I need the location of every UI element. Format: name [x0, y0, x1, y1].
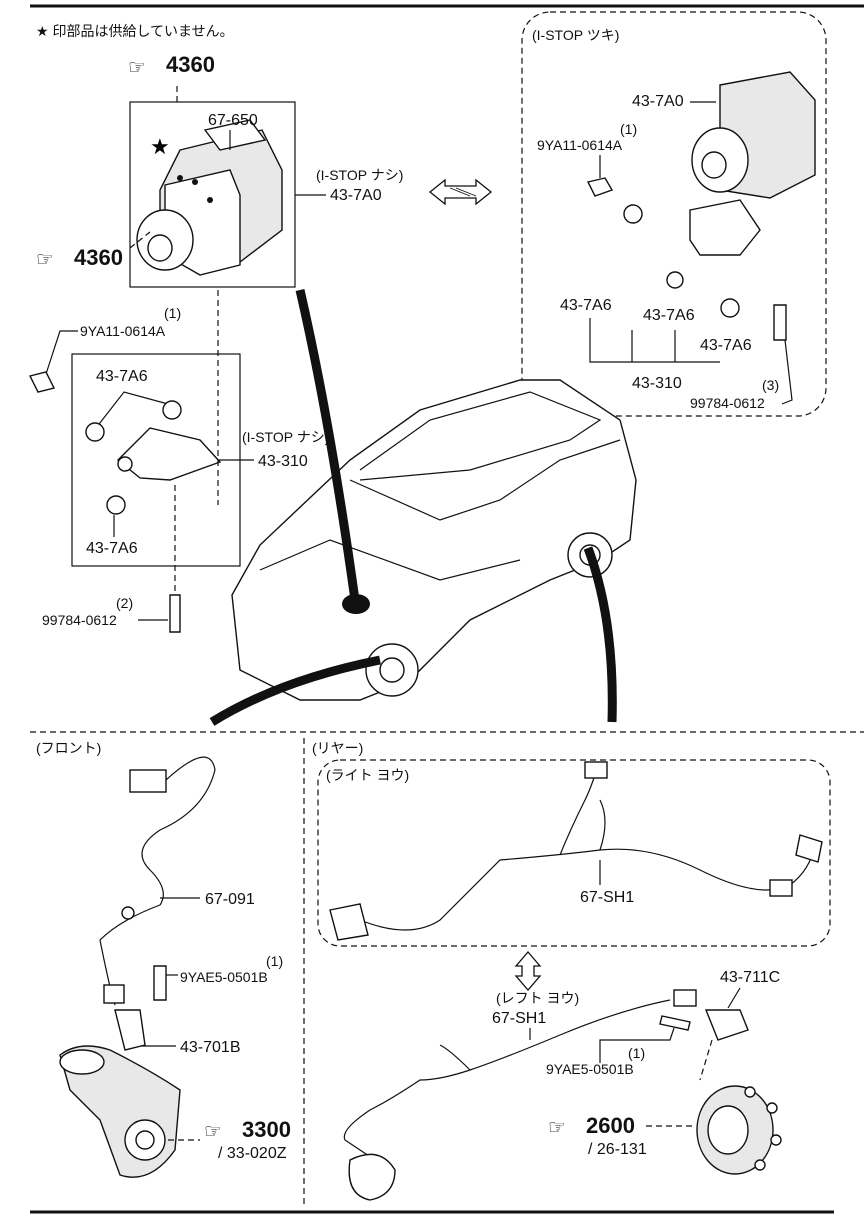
ref-3300-label: 3300: [242, 1117, 291, 1142]
leader: [781, 339, 793, 405]
pointer-stroke: [295, 288, 360, 601]
bolt-drawing: [28, 371, 56, 393]
label-9YAE5-front[interactable]: 9YAE5-0501B: [180, 969, 268, 985]
rear-right-harness-drawing: [329, 761, 823, 941]
rear-right-title: (ライト ヨウ): [326, 767, 409, 783]
label-9YA11-tsuki[interactable]: 9YA11-0614A: [537, 137, 623, 153]
star-icon: ★: [150, 134, 170, 159]
label-istop-nashi-top: (I-STOP ナシ): [316, 167, 403, 183]
label-istop-nashi-bracket: (I-STOP ナシ): [242, 429, 329, 445]
bracket-drawing: [85, 400, 222, 515]
leader-dash: [129, 231, 151, 249]
label-bolt-qty-tsuki: (1): [620, 121, 637, 137]
label-99784-nashi[interactable]: 99784-0612: [42, 612, 117, 628]
rear-title: (リヤー): [312, 740, 363, 756]
double-arrow-vertical-icon: [514, 951, 542, 991]
leader: [589, 318, 720, 363]
label-67-SH1-left[interactable]: 67-SH1: [492, 1010, 546, 1027]
pointing-hand-icon: ☞: [204, 1121, 222, 1143]
label-bolt2-qty-tsuki: (3): [762, 377, 779, 393]
rear-left-harness-drawing: [343, 989, 697, 1201]
front-title: (フロント): [36, 740, 101, 756]
pointing-hand-icon: ☞: [36, 249, 54, 271]
label-43-7A6-bottom[interactable]: 43-7A6: [86, 540, 138, 557]
hub-drawing: [696, 1085, 782, 1175]
leader: [45, 330, 78, 375]
label-67-650[interactable]: 67-650: [208, 112, 258, 129]
label-43-7A0-tsuki[interactable]: 43-7A0: [632, 93, 684, 110]
bolt2-drawing: [169, 594, 181, 633]
rear-left-title: (レフト ヨウ): [496, 990, 579, 1006]
label-67-SH1-right[interactable]: 67-SH1: [580, 889, 634, 906]
pointing-hand-icon: ☞: [548, 1117, 566, 1139]
ref-4360-top-label: 4360: [166, 52, 215, 77]
label-9YA11-nashi[interactable]: 9YA11-0614A: [80, 323, 166, 339]
ref-4360-left-label: 4360: [74, 245, 123, 270]
ref-4360-top[interactable]: ☞ 4360: [128, 52, 215, 79]
pointing-hand-icon: ☞: [128, 57, 146, 79]
abs-unit-tsuki-drawing: [586, 71, 816, 341]
supply-note: ★ 印部品は供給していません。: [36, 23, 234, 39]
label-43-310-tsuki[interactable]: 43-310: [632, 375, 682, 392]
knuckle-drawing: [59, 1009, 181, 1178]
label-43-7A6-b[interactable]: 43-7A6: [643, 307, 695, 324]
pointer-stroke: [583, 546, 617, 723]
label-43-7A6-c[interactable]: 43-7A6: [700, 337, 752, 354]
bolt-drawing: [153, 965, 167, 1001]
label-bolt-qty-rear: (1): [628, 1045, 645, 1061]
abs-unit-drawing: [136, 119, 283, 276]
bolt-drawing: [659, 1015, 691, 1031]
rear-right-box: [317, 759, 831, 947]
ref-2600-sub: / 26-131: [588, 1141, 647, 1158]
label-99784-tsuki[interactable]: 99784-0612: [690, 395, 765, 411]
leader: [95, 391, 169, 429]
label-43-7A0-nashi[interactable]: 43-7A0: [330, 187, 382, 204]
vehicle-drawing: [231, 379, 637, 701]
label-bolt-qty-nashi: (1): [164, 305, 181, 321]
label-9YAE5-rear[interactable]: 9YAE5-0501B: [546, 1061, 634, 1077]
ref-4360-left[interactable]: ☞ 4360: [36, 245, 123, 271]
label-43-711C[interactable]: 43-711C: [720, 969, 780, 986]
leader: [727, 987, 741, 1009]
front-harness-drawing: [99, 756, 216, 1006]
label-43-310-nashi[interactable]: 43-310: [258, 453, 308, 470]
label-67-091[interactable]: 67-091: [205, 891, 255, 908]
ref-2600-label: 2600: [586, 1113, 635, 1138]
label-43-701B[interactable]: 43-701B: [180, 1039, 241, 1056]
label-bolt-qty-front: (1): [266, 953, 283, 969]
ref-3300-sub: / 33-020Z: [218, 1145, 287, 1162]
ref-2600[interactable]: ☞ 2600: [548, 1113, 635, 1139]
istop-tsuki-box: [521, 11, 827, 417]
label-43-7A6-a[interactable]: 43-7A6: [560, 297, 612, 314]
leader-dash: [699, 1039, 713, 1081]
label-bolt2-qty-nashi: (2): [116, 595, 133, 611]
label-43-7A6-top[interactable]: 43-7A6: [96, 368, 148, 385]
istop-tsuki-title: (I-STOP ツキ): [532, 27, 619, 43]
leader: [599, 1027, 675, 1063]
rear-sensor-drawing: [704, 1009, 749, 1041]
double-arrow-icon: [428, 178, 493, 206]
ref-3300[interactable]: ☞ 3300: [204, 1117, 291, 1143]
pointer-stroke: [209, 655, 381, 726]
